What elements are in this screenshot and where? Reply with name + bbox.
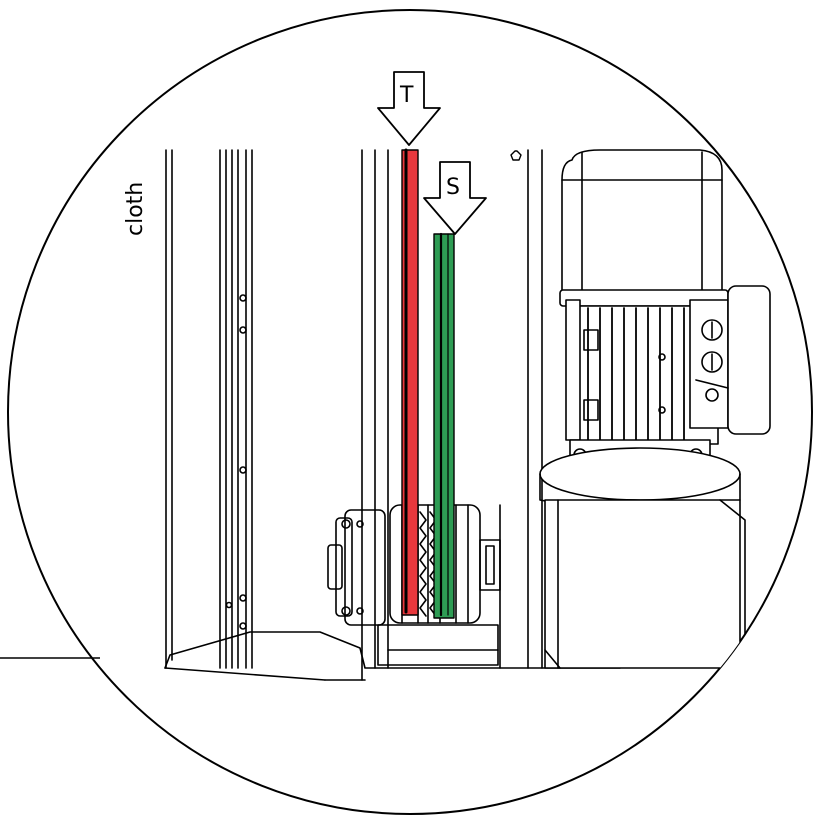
electric-motor [539, 149, 771, 669]
side-label: cloth [123, 182, 148, 236]
slack-belt [433, 232, 455, 619]
tension-belt [401, 148, 419, 616]
left-frame [165, 149, 253, 669]
center-frame [361, 149, 543, 681]
detail-circle [7, 9, 813, 815]
tension-belt-fill [401, 149, 419, 616]
slack-label: S [446, 175, 460, 200]
tension-arrow: T [377, 71, 441, 146]
tension-label: T [399, 83, 414, 108]
drawing-content [164, 148, 771, 681]
slack-arrow: S [423, 161, 487, 235]
bottom-line [164, 667, 326, 681]
slack-belt-fill [433, 233, 455, 619]
